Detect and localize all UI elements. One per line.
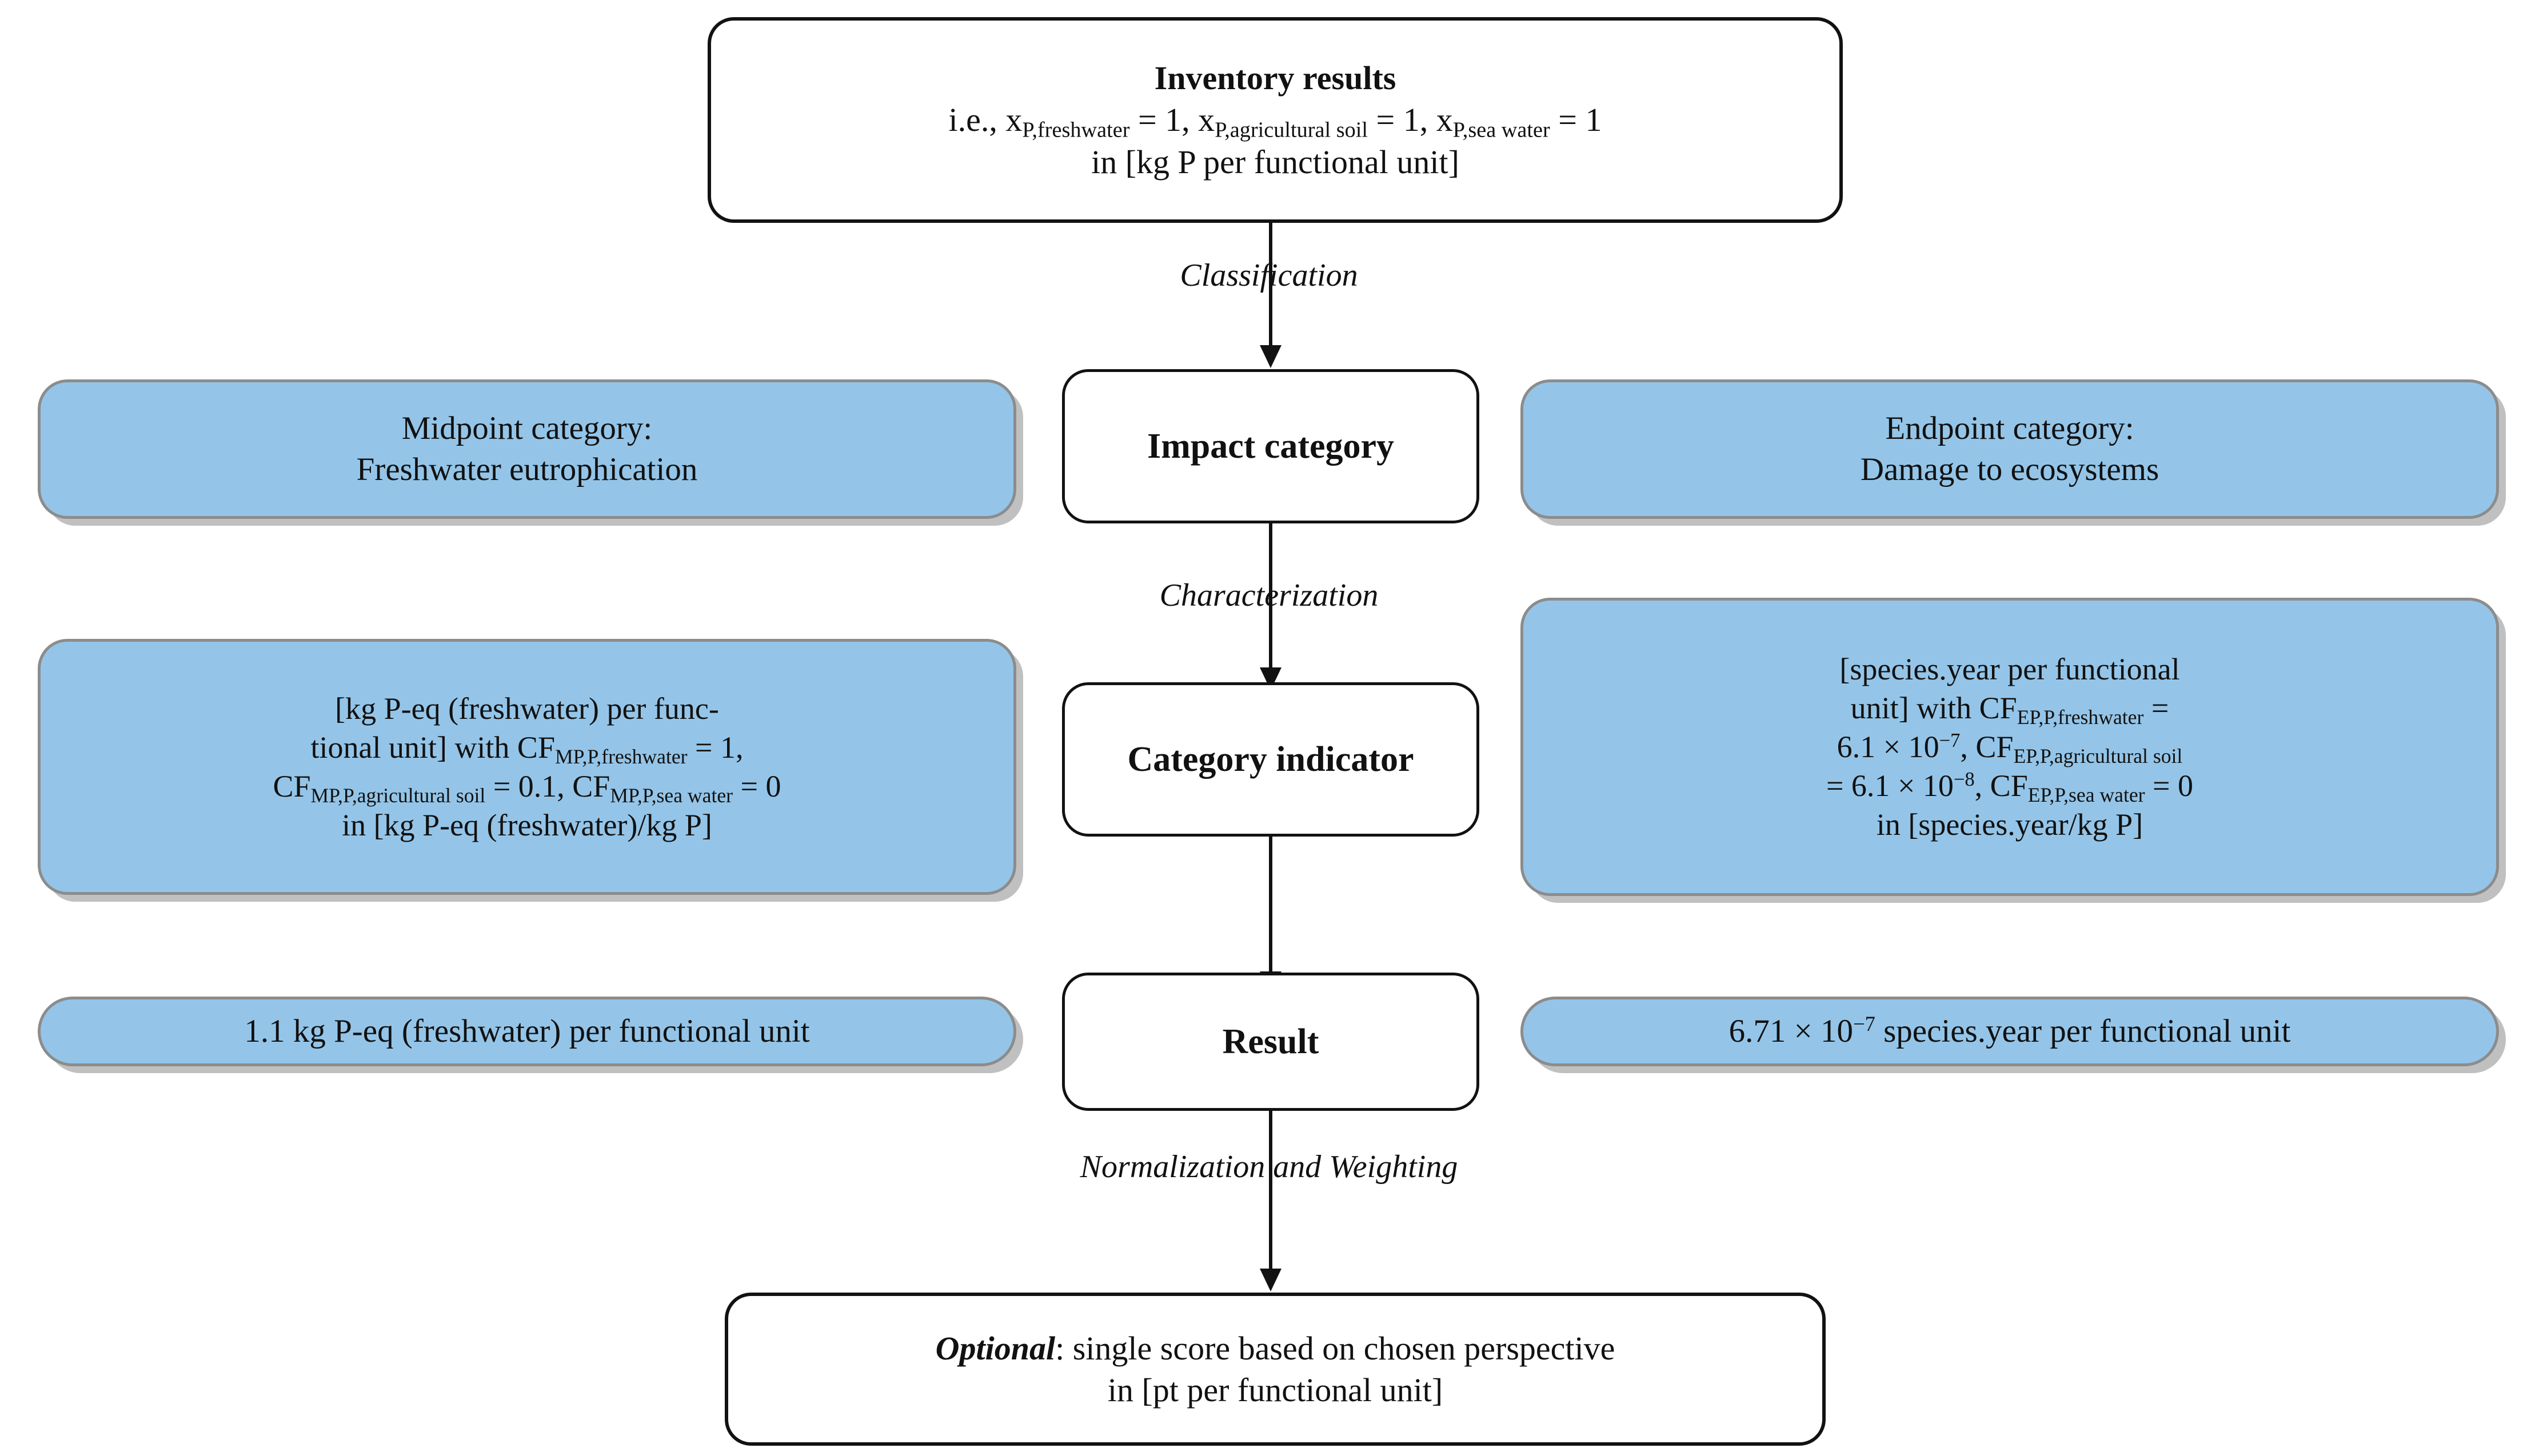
endpoint-char-line-5: in [species.year/kg P] bbox=[1876, 807, 2143, 842]
node-inventory-results: Inventory results i.e., xP,freshwater = … bbox=[708, 17, 1843, 223]
inventory-sub-sea-water: P,sea water bbox=[1452, 118, 1550, 143]
inventory-prefix: i.e., x bbox=[948, 101, 1023, 139]
endpoint-char-sub-freshwater: EP,P,freshwater bbox=[2017, 705, 2144, 729]
node-endpoint-result: 6.71 × 10−7 species.year per functional … bbox=[1520, 997, 2499, 1066]
endpoint-category-line-1: Endpoint category: bbox=[1885, 410, 2134, 447]
endpoint-char-line-4: = 6.1 × 10−8, CFEP,P,sea water = 0 bbox=[1538, 766, 2481, 805]
multiplication-sign-icon: × bbox=[1897, 769, 1915, 803]
node-endpoint-category: Endpoint category: Damage to ecosystems bbox=[1520, 379, 2499, 519]
endpoint-result-exponent: −7 bbox=[1853, 1012, 1875, 1036]
endpoint-char-l3-base: 10 bbox=[1901, 729, 1939, 764]
inventory-suffix: = 1 bbox=[1550, 101, 1602, 139]
endpoint-char-l2-b: = bbox=[2143, 690, 2169, 725]
inventory-unit-line: in [kg P per functional unit] bbox=[1091, 143, 1459, 181]
inventory-sub-agricultural-soil: P,agricultural soil bbox=[1215, 118, 1368, 143]
node-midpoint-result: 1.1 kg P-eq (freshwater) per functional … bbox=[38, 997, 1016, 1066]
endpoint-char-l4-c: = 0 bbox=[2145, 769, 2194, 803]
node-endpoint-characterization: [species.year per functional unit] with … bbox=[1520, 598, 2499, 896]
midpoint-char-line-3: CFMP,P,agricultural soil = 0.1, CFMP,P,s… bbox=[55, 767, 999, 806]
endpoint-char-l4-exponent: −8 bbox=[1953, 769, 1975, 791]
endpoint-result-unit: species.year per functional unit bbox=[1875, 1013, 2291, 1050]
endpoint-char-l2-a: unit] with CF bbox=[1850, 690, 2017, 725]
midpoint-category-line-2: Freshwater eutrophication bbox=[356, 451, 698, 487]
midpoint-char-l3-b: = 0.1, CF bbox=[485, 769, 610, 803]
endpoint-result-base: 10 bbox=[1812, 1013, 1854, 1050]
arrow-label-characterization: Characterization bbox=[1159, 578, 1379, 613]
node-result: Result bbox=[1062, 973, 1479, 1111]
result-label: Result bbox=[1222, 1022, 1319, 1061]
arrow-label-normalization: Normalization and Weighting bbox=[1080, 1149, 1458, 1185]
endpoint-char-l3-exponent: −7 bbox=[1939, 730, 1961, 752]
optional-line-2: in [pt per functional unit] bbox=[1107, 1371, 1443, 1409]
endpoint-category-line-2: Damage to ecosystems bbox=[1860, 451, 2159, 487]
inventory-heading: Inventory results bbox=[1154, 59, 1396, 97]
connector-classification-line bbox=[1269, 223, 1272, 346]
category-indicator-label: Category indicator bbox=[1127, 739, 1414, 779]
midpoint-char-line-2: tional unit] with CFMP,P,freshwater = 1, bbox=[55, 728, 999, 767]
optional-emphasis: Optional bbox=[935, 1329, 1056, 1367]
node-midpoint-characterization: [kg P-eq (freshwater) per func- tional u… bbox=[38, 639, 1016, 895]
midpoint-char-line-4: in [kg P-eq (freshwater)/kg P] bbox=[342, 808, 712, 843]
inventory-mid-1: = 1, x bbox=[1129, 101, 1215, 139]
endpoint-char-l3-a: 6.1 bbox=[1837, 729, 1883, 764]
midpoint-char-l2-a: tional unit] with CF bbox=[310, 730, 555, 765]
midpoint-result-text: 1.1 kg P-eq (freshwater) per functional … bbox=[244, 1013, 810, 1050]
endpoint-char-line-3: 6.1 × 10−7, CFEP,P,agricultural soil bbox=[1538, 727, 2481, 766]
connector-normalization-arrowhead bbox=[1260, 1269, 1282, 1291]
endpoint-char-line-1: [species.year per functional bbox=[1839, 651, 2180, 686]
midpoint-char-sub-sea-water: MP,P,sea water bbox=[610, 783, 733, 807]
endpoint-char-l4-b: , CF bbox=[1974, 769, 2028, 803]
connector-classification-arrowhead bbox=[1260, 345, 1282, 368]
midpoint-char-l3-a: CF bbox=[273, 769, 311, 803]
node-impact-category: Impact category bbox=[1062, 369, 1479, 523]
impact-category-label: Impact category bbox=[1147, 426, 1395, 466]
midpoint-char-l2-b: = 1, bbox=[687, 730, 744, 765]
connector-indicator-to-result-line bbox=[1269, 837, 1272, 974]
connector-normalization-line bbox=[1269, 1111, 1272, 1270]
node-optional-single-score: Optional: single score based on chosen p… bbox=[725, 1293, 1826, 1446]
optional-rest: : single score based on chosen perspecti… bbox=[1055, 1329, 1615, 1367]
midpoint-char-sub-agricultural-soil: MP,P,agricultural soil bbox=[310, 783, 486, 807]
multiplication-sign-icon: × bbox=[1794, 1013, 1813, 1050]
endpoint-char-l3-b: , CF bbox=[1960, 729, 2014, 764]
endpoint-char-sub-agricultural-soil: EP,P,agricultural soil bbox=[2013, 744, 2183, 767]
midpoint-char-line-1: [kg P-eq (freshwater) per func- bbox=[335, 691, 719, 726]
endpoint-result-text: 6.71 × 10−7 species.year per functional … bbox=[1523, 1011, 2496, 1052]
optional-line-1: Optional: single score based on chosen p… bbox=[743, 1327, 1807, 1369]
multiplication-sign-icon: × bbox=[1883, 729, 1901, 764]
endpoint-char-l4-base: 10 bbox=[1915, 769, 1954, 803]
endpoint-char-l4-a: = 6.1 bbox=[1826, 769, 1898, 803]
midpoint-char-l3-c: = 0 bbox=[733, 769, 781, 803]
inventory-mid-2: = 1, x bbox=[1368, 101, 1453, 139]
node-midpoint-category: Midpoint category: Freshwater eutrophica… bbox=[38, 379, 1016, 519]
connector-characterization-line bbox=[1269, 523, 1272, 669]
endpoint-char-line-2: unit] with CFEP,P,freshwater = bbox=[1538, 689, 2481, 727]
arrow-label-classification: Classification bbox=[1180, 258, 1358, 293]
inventory-formula-line: i.e., xP,freshwater = 1, xP,agricultural… bbox=[726, 99, 1825, 141]
inventory-sub-freshwater: P,freshwater bbox=[1022, 118, 1130, 143]
node-category-indicator: Category indicator bbox=[1062, 682, 1479, 837]
midpoint-char-sub-freshwater: MP,P,freshwater bbox=[555, 745, 688, 768]
endpoint-result-value: 6.71 bbox=[1728, 1013, 1794, 1050]
midpoint-category-line-1: Midpoint category: bbox=[401, 410, 653, 447]
endpoint-char-sub-sea-water: EP,P,sea water bbox=[2027, 783, 2145, 806]
